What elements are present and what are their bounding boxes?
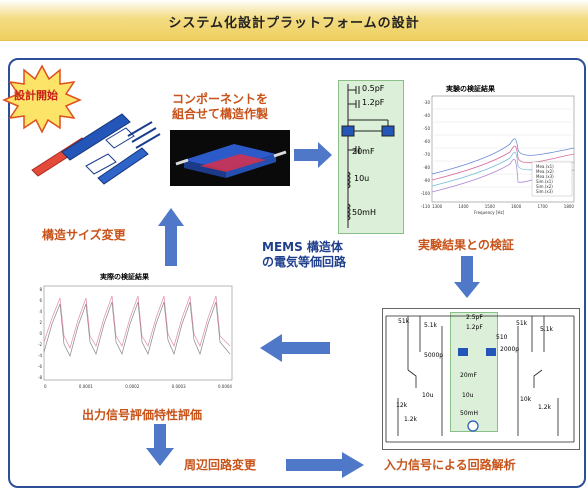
title-banner: システム化設計プラットフォームの設計 — [0, 0, 588, 41]
x-tick: 1700 — [537, 204, 548, 209]
peripheral-change-label: 周辺回路変更 — [184, 458, 257, 472]
time-y-ticks: 8 6 4 2 0 -2 -4 -6 -8 — [30, 284, 42, 383]
y-tick: 6 — [39, 298, 42, 303]
x-tick: 1500 — [484, 204, 495, 209]
y-tick: 4 — [39, 309, 42, 314]
y-tick: -100 — [420, 191, 430, 196]
bottom-circuit-mems — [450, 312, 498, 432]
bc-label: 5.1k — [424, 322, 438, 329]
legend-entry: Sim.(x1) — [536, 179, 553, 184]
y-tick: -8 — [38, 375, 42, 380]
x-tick: 0 — [44, 384, 47, 389]
frequency-y-ticks: -30 -40 -50 -60 -70 -80 -90 -100 -110 — [408, 96, 430, 213]
y-tick: -110 — [420, 204, 430, 209]
bc-label: 1.2k — [404, 416, 418, 423]
arrow-up — [158, 208, 184, 266]
y-tick: -6 — [38, 364, 42, 369]
starburst-icon — [2, 64, 82, 134]
x-tick: 1800 — [563, 204, 574, 209]
inductor-label-2: 50mH — [352, 208, 376, 217]
time-chart-title: 実際の検証結果 — [100, 273, 149, 281]
legend-entry: Mea.(x1) — [536, 164, 554, 169]
time-x-ticks: 0 0.0001 0.0002 0.0003 0.0004 — [44, 384, 232, 389]
bc-label: 10u — [422, 392, 434, 399]
white-block — [105, 127, 135, 149]
legend-entry: Sim.(x3) — [536, 189, 553, 194]
blue-slab — [97, 147, 149, 185]
verify-results-label: 実験結果との検証 — [418, 238, 514, 252]
frequency-xlabel: Frequency [Hz] — [474, 210, 505, 215]
y-tick: -60 — [423, 139, 430, 144]
bc-label: 5000p — [424, 352, 444, 359]
arrow-down-left — [146, 424, 174, 466]
x-tick: 0.0003 — [171, 384, 186, 389]
arrow-right-1 — [294, 142, 332, 168]
compose-structure-label: コンポーネントを 組合せて構造作製 — [172, 92, 269, 121]
y-tick: 2 — [39, 320, 42, 325]
frequency-chart-plot — [431, 95, 575, 203]
structure-size-change-label: 構造サイズ変更 — [42, 228, 126, 242]
x-tick: 1300 — [432, 204, 443, 209]
cap-label-1: 0.5pF — [362, 84, 385, 93]
design-start-label: 設計開始 — [14, 89, 58, 102]
bc-label: 12k — [396, 402, 408, 409]
frequency-x-ticks: 1300 1400 1500 1600 1700 1800 — [432, 204, 574, 209]
bc-label: 50mH — [460, 410, 478, 417]
y-tick: -40 — [423, 113, 430, 118]
bc-label: 1.2pF — [466, 324, 483, 331]
x-tick: 1600 — [511, 204, 522, 209]
time-chart-plot — [43, 285, 233, 381]
frequency-legend: Mea.(x1) Mea.(x2) Mea.(x3) Sim.(x1) Sim.… — [536, 164, 554, 194]
x-tick: 0.0004 — [217, 384, 232, 389]
bc-label: 10k — [520, 396, 532, 403]
time-chart: 実際の検証結果 8 6 4 2 0 -2 -4 -6 -8 0 0.0001 0… — [30, 272, 236, 398]
legend-entry: Sim.(x2) — [536, 184, 553, 189]
bc-label: 2000p — [500, 346, 520, 353]
x-tick: 0.0001 — [78, 384, 93, 389]
bc-label: 5.1k — [540, 326, 554, 333]
x-tick: 0.0002 — [125, 384, 140, 389]
bc-label: 51k — [398, 318, 410, 325]
blue-block — [61, 113, 131, 161]
bc-label: 510 — [496, 334, 508, 341]
top-circuit — [341, 84, 395, 228]
frequency-chart-title: 実験の検証結果 — [446, 85, 495, 93]
y-tick: 0 — [39, 331, 42, 336]
mems-equiv-label: MEMS 構造体 の電気等価回路 — [262, 240, 347, 269]
y-tick: -50 — [423, 126, 430, 131]
white-block-2 — [85, 153, 117, 175]
bc-label: 2.5pF — [466, 314, 483, 321]
bc-label: 10u — [462, 392, 474, 399]
output-eval-label: 出力信号評価特性評価 — [82, 408, 203, 422]
cap-label-3: 20mF — [352, 147, 375, 156]
bc-label: 20mF — [460, 372, 477, 379]
y-tick: -80 — [423, 165, 430, 170]
y-tick: -4 — [38, 353, 42, 358]
x-tick: 1400 — [458, 204, 469, 209]
y-tick: -90 — [423, 178, 430, 183]
arrow-down-right — [454, 256, 480, 298]
legend-entry: Mea.(x3) — [536, 174, 554, 179]
bottom-circuit — [385, 315, 575, 443]
legend-box — [531, 161, 573, 197]
legend-entry: Mea.(x2) — [536, 169, 554, 174]
inductor-label-1: 10u — [354, 174, 370, 183]
arrow-left — [260, 334, 330, 362]
arrow-right-2 — [286, 452, 364, 478]
y-tick: -2 — [38, 342, 42, 347]
page-title: システム化設計プラットフォームの設計 — [168, 16, 420, 31]
y-tick: -70 — [423, 152, 430, 157]
frequency-chart: 実験の検証結果 Mea.(x1) Mea.(x2) Mea.(x3) Sim.(… — [404, 84, 580, 218]
cap-label-2: 1.2pF — [362, 98, 385, 107]
input-analysis-label: 入力信号による回路解析 — [384, 458, 516, 472]
bc-label: 51k — [516, 320, 528, 327]
y-tick: 8 — [39, 287, 42, 292]
mems-model-image — [170, 130, 290, 186]
design-start-illustration — [2, 64, 161, 185]
y-tick: -30 — [423, 100, 430, 105]
bc-label: 1.2k — [538, 404, 552, 411]
